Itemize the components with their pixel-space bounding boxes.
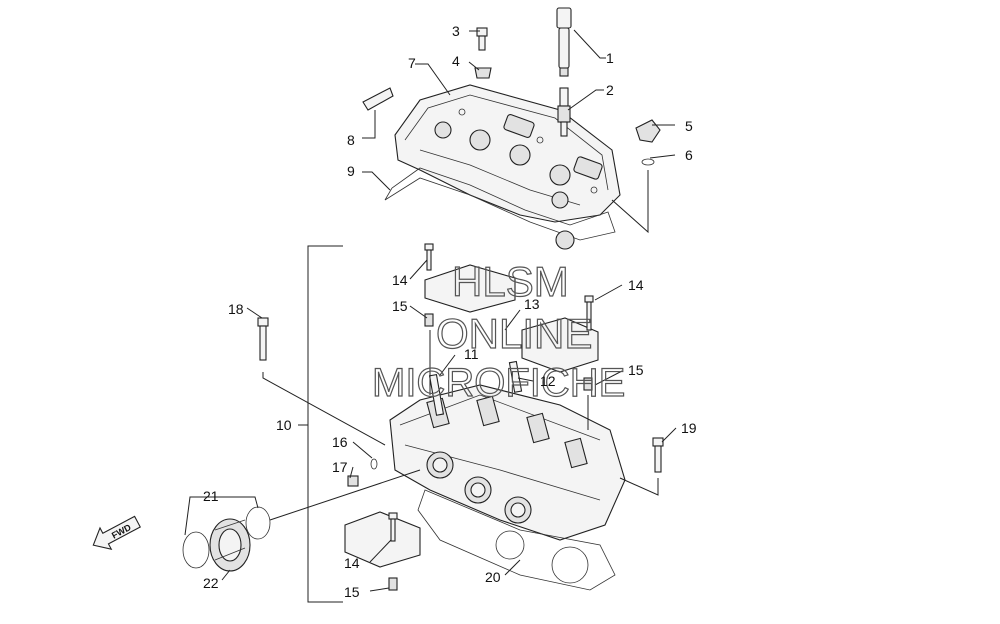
stud xyxy=(508,360,523,393)
callout-13: 13 xyxy=(524,296,540,312)
callout-1: 1 xyxy=(606,50,614,66)
callout-16: 16 xyxy=(332,434,348,450)
cam-cap-upper xyxy=(424,264,516,313)
plug xyxy=(347,475,359,487)
callout-5: 5 xyxy=(685,118,693,134)
cap-bolt xyxy=(424,243,434,271)
callout-14-right: 14 xyxy=(628,277,644,293)
callout-21: 21 xyxy=(203,488,219,504)
cam-cap-right xyxy=(521,317,599,373)
ignition-coil xyxy=(556,7,572,77)
oil-fill-cap xyxy=(635,119,661,143)
callout-9: 9 xyxy=(347,163,355,179)
watermark-line-3: MICROFICHE xyxy=(372,361,625,405)
callout-8: 8 xyxy=(347,132,355,148)
stud xyxy=(428,373,445,416)
cap-bolt xyxy=(388,512,398,542)
callout-12: 12 xyxy=(540,373,556,389)
callout-6: 6 xyxy=(685,147,693,163)
dowel-pin xyxy=(424,313,434,327)
head-bolt-long xyxy=(257,317,269,361)
watermark-line-2: ONLINE xyxy=(436,310,592,357)
callout-15-upper: 15 xyxy=(392,298,408,314)
callout-3: 3 xyxy=(452,23,460,39)
cam-cap-lower xyxy=(344,511,421,568)
sealing-washer xyxy=(370,458,378,470)
spark-plug xyxy=(557,87,571,137)
hose-clamp xyxy=(245,506,271,540)
callout-15-right: 15 xyxy=(628,362,644,378)
callout-17: 17 xyxy=(332,459,348,475)
callout-15-lower: 15 xyxy=(344,584,360,600)
head-bolt xyxy=(652,437,664,473)
callout-22: 22 xyxy=(203,575,219,591)
valve-cover-gasket xyxy=(384,167,616,250)
watermark-line-1: HLSM xyxy=(452,258,569,305)
dowel-pin xyxy=(388,577,398,591)
callout-14-upper: 14 xyxy=(392,272,408,288)
callout-7: 7 xyxy=(408,55,416,71)
grommet xyxy=(474,67,492,79)
cylinder-head xyxy=(389,384,626,541)
callout-14-lower: 14 xyxy=(344,555,360,571)
callout-18: 18 xyxy=(228,301,244,317)
callout-20: 20 xyxy=(485,569,501,585)
forward-arrow-icon: FWD xyxy=(92,515,141,550)
dowel-pin xyxy=(583,377,593,391)
head-gasket xyxy=(417,489,616,591)
leader-lines xyxy=(184,29,677,603)
intake-boot xyxy=(209,518,251,572)
cap-bolt xyxy=(584,295,594,331)
callout-4: 4 xyxy=(452,53,460,69)
hose-clamp xyxy=(182,531,210,569)
callout-19: 19 xyxy=(681,420,697,436)
callout-10: 10 xyxy=(276,417,292,433)
cover-bolt xyxy=(476,27,488,51)
valve-cover xyxy=(394,84,621,223)
callout-2: 2 xyxy=(606,82,614,98)
callout-11: 11 xyxy=(464,346,479,362)
o-ring xyxy=(641,158,655,166)
bracket xyxy=(362,87,394,111)
